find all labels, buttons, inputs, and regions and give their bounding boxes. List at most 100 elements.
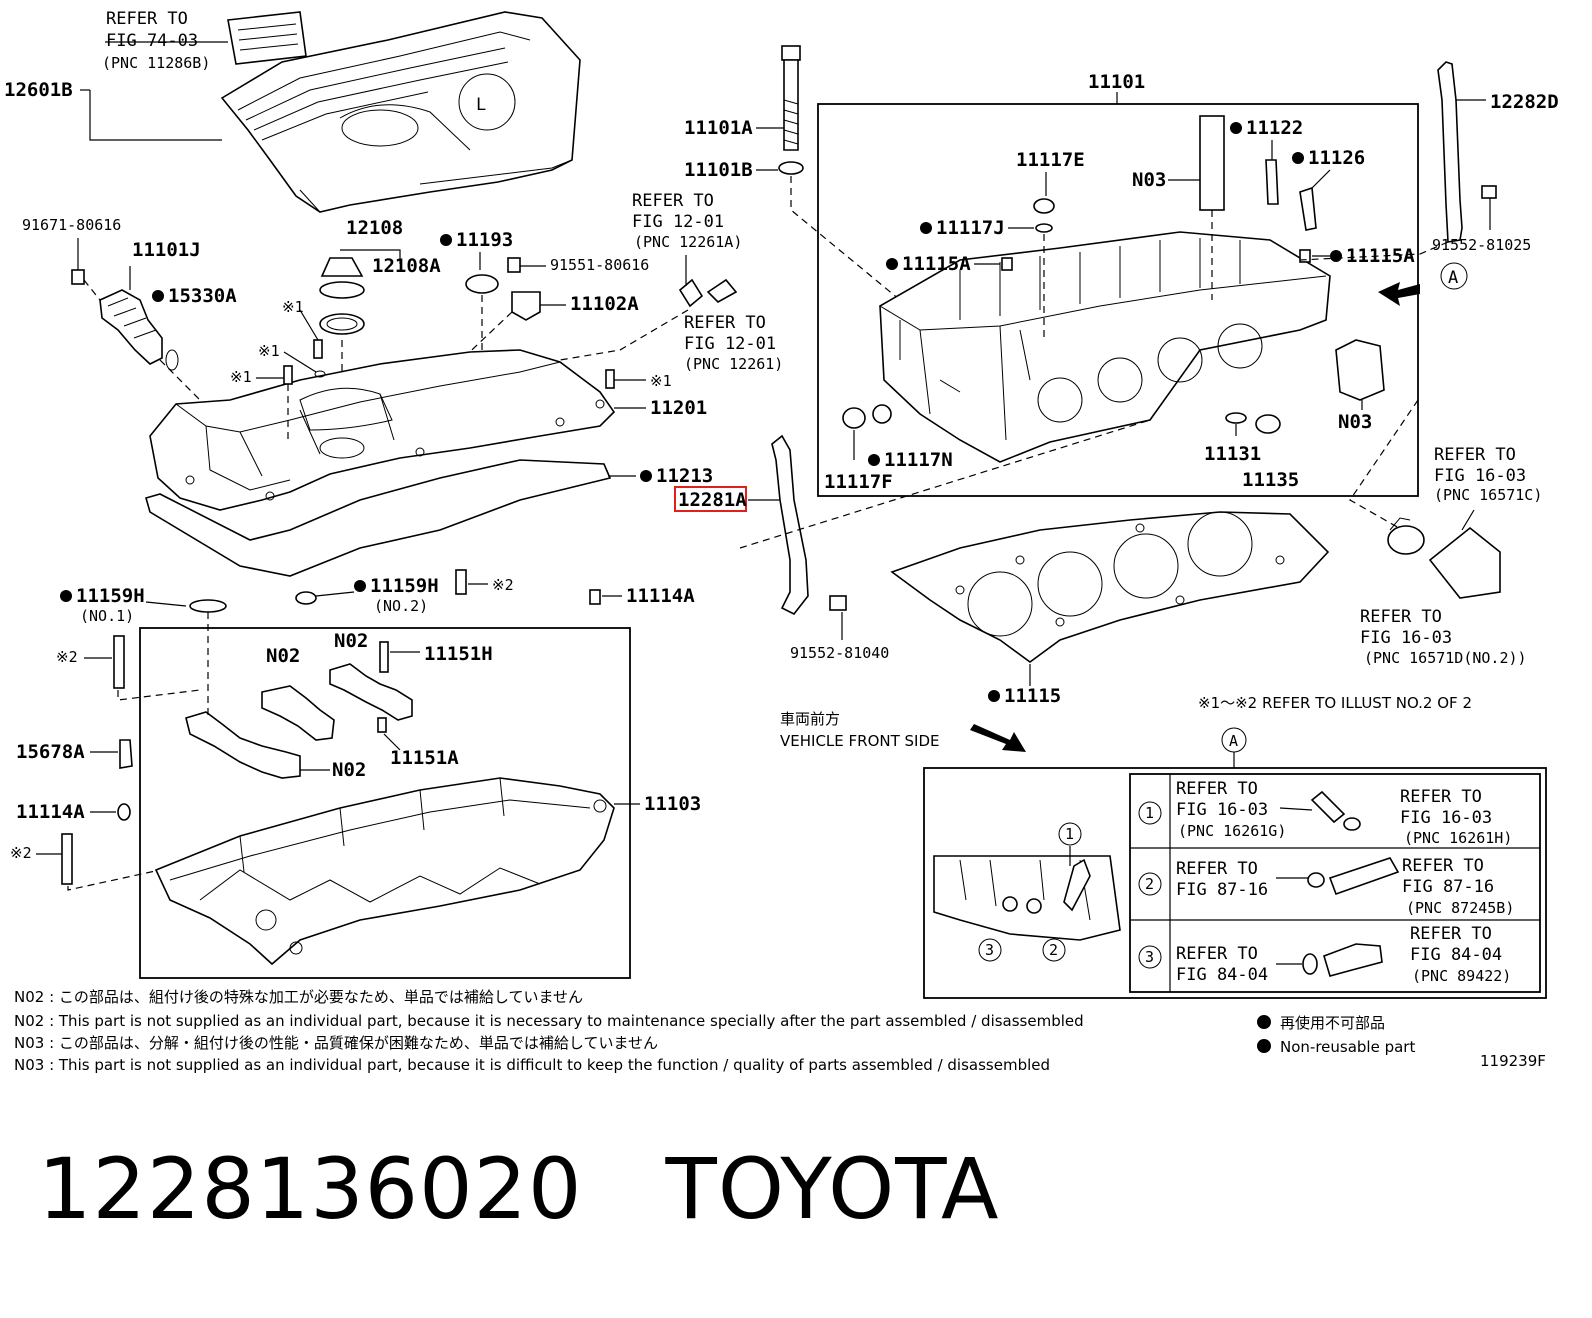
refer-12-01b-line1[interactable]: REFER TO <box>684 313 766 333</box>
mark-2-b[interactable]: ※2 <box>56 648 78 666</box>
mark-1-b[interactable]: ※1 <box>258 342 280 360</box>
label-12282d[interactable]: 12282D <box>1490 91 1559 113</box>
refer-12-01a-line1[interactable]: REFER TO <box>632 191 714 211</box>
non-reusable-dot <box>920 222 932 234</box>
gasket-11117n <box>872 404 892 424</box>
refer-12-01a-line2[interactable]: FIG 12-01 <box>632 212 724 232</box>
row3-callout[interactable]: 3 <box>1145 948 1154 966</box>
label-15330a[interactable]: 15330A <box>168 285 237 307</box>
label-91552-81025[interactable]: 91552-81025 <box>1432 236 1531 254</box>
label-11131[interactable]: 11131 <box>1204 443 1261 465</box>
label-11151h[interactable]: 11151H <box>424 643 493 665</box>
label-n02-c[interactable]: N02 <box>332 759 366 781</box>
label-11103[interactable]: 11103 <box>644 793 701 815</box>
label-11101[interactable]: 11101 <box>1088 71 1145 93</box>
row3-right-line2[interactable]: FIG 84-04 <box>1410 945 1502 965</box>
detail-callout-2[interactable]: 2 <box>1049 941 1058 959</box>
label-11117n[interactable]: 11117N <box>884 449 953 471</box>
label-n02-a[interactable]: N02 <box>334 630 368 652</box>
detail-callout-3[interactable]: 3 <box>985 941 994 959</box>
label-no2[interactable]: (NO.2) <box>374 597 428 615</box>
label-12108[interactable]: 12108 <box>346 217 403 239</box>
non-reusable-dot <box>1292 152 1304 164</box>
refer-16-03b-line2[interactable]: FIG 16-03 <box>1360 628 1452 648</box>
refer-16-03b-line1[interactable]: REFER TO <box>1360 607 1442 627</box>
detail-callout-1[interactable]: 1 <box>1065 825 1074 843</box>
row2-right-line2[interactable]: FIG 87-16 <box>1402 877 1494 897</box>
row2-left-line2[interactable]: FIG 87-16 <box>1176 880 1268 900</box>
refer-12-01b-line2[interactable]: FIG 12-01 <box>684 334 776 354</box>
label-11213[interactable]: 11213 <box>656 465 713 487</box>
label-11101b[interactable]: 11101B <box>684 159 753 181</box>
label-11117e[interactable]: 11117E <box>1016 149 1085 171</box>
label-n03-right[interactable]: N03 <box>1338 411 1372 433</box>
label-91552-81040[interactable]: 91552-81040 <box>790 644 889 662</box>
label-11201[interactable]: 11201 <box>650 397 707 419</box>
label-11102a[interactable]: 11102A <box>570 293 639 315</box>
label-11115a-right[interactable]: 11115A <box>1346 245 1415 267</box>
label-n02-b[interactable]: N02 <box>266 645 300 667</box>
label-11114a-left[interactable]: 11114A <box>16 801 85 823</box>
label-11159h-no2[interactable]: 11159H <box>370 575 439 597</box>
label-15678a[interactable]: 15678A <box>16 741 85 763</box>
label-11115[interactable]: 11115 <box>1004 685 1061 707</box>
label-11126[interactable]: 11126 <box>1308 147 1365 169</box>
camshaft-bearing-caps <box>185 663 413 779</box>
label-11101a[interactable]: 11101A <box>684 117 753 139</box>
label-n03-top[interactable]: N03 <box>1132 169 1166 191</box>
label-12601b[interactable]: 12601B <box>4 79 73 101</box>
row1-left-line1[interactable]: REFER TO <box>1176 779 1258 799</box>
label-91551-80616[interactable]: 91551-80616 <box>550 256 649 274</box>
mark-1-c[interactable]: ※1 <box>230 368 252 386</box>
label-12281a[interactable]: 12281A <box>678 489 747 511</box>
mark-1-a[interactable]: ※1 <box>282 298 304 316</box>
row2-callout[interactable]: 2 <box>1145 875 1154 893</box>
row3-left-line1[interactable]: REFER TO <box>1176 944 1258 964</box>
label-11159h-no1[interactable]: 11159H <box>76 585 145 607</box>
label-11115a-left[interactable]: 11115A <box>902 253 971 275</box>
row2-left-line1[interactable]: REFER TO <box>1176 859 1258 879</box>
row2-right-line1[interactable]: REFER TO <box>1402 856 1484 876</box>
valve-guide-2 <box>1299 186 1317 231</box>
label-11117f[interactable]: 11117F <box>824 471 893 493</box>
row3-right-line1[interactable]: REFER TO <box>1410 924 1492 944</box>
row1-right-line2[interactable]: FIG 16-03 <box>1400 808 1492 828</box>
label-11117j[interactable]: 11117J <box>936 217 1005 239</box>
mark-2-a[interactable]: ※2 <box>492 576 514 594</box>
hose-clip <box>678 278 738 308</box>
label-91671-80616[interactable]: 91671-80616 <box>22 216 121 234</box>
label-11151a[interactable]: 11151A <box>390 747 459 769</box>
label-12108a[interactable]: 12108A <box>372 255 441 277</box>
row1-callout[interactable]: 1 <box>1145 804 1154 822</box>
refer-12-01b-line3[interactable]: (PNC 12261) <box>684 355 783 373</box>
row1-left-line2[interactable]: FIG 16-03 <box>1176 800 1268 820</box>
callout-a-head[interactable]: A <box>1448 268 1458 288</box>
row2-right-line3[interactable]: (PNC 87245B) <box>1406 899 1514 917</box>
label-11101j[interactable]: 11101J <box>132 239 201 261</box>
label-11122[interactable]: 11122 <box>1246 117 1303 139</box>
refer-16-03b-line3[interactable]: (PNC 16571D(NO.2)) <box>1364 649 1527 667</box>
clamp-part <box>1307 872 1325 888</box>
label-11135[interactable]: 11135 <box>1242 469 1299 491</box>
label-no1[interactable]: (NO.1) <box>80 607 134 625</box>
label-11114a-top[interactable]: 11114A <box>626 585 695 607</box>
mark-2-c[interactable]: ※2 <box>10 844 32 862</box>
lexus-logo: L <box>476 95 486 115</box>
refer-12-01a-line3[interactable]: (PNC 12261A) <box>634 233 742 251</box>
callout-a-detail[interactable]: A <box>1229 732 1238 750</box>
row1-left-line3[interactable]: (PNC 16261G) <box>1178 822 1286 840</box>
refer-74-03-line3[interactable]: (PNC 11286B) <box>102 54 210 72</box>
refer-74-03-line1[interactable]: REFER TO <box>106 9 188 29</box>
row3-left-line2[interactable]: FIG 84-04 <box>1176 965 1268 985</box>
row1-right-line1[interactable]: REFER TO <box>1400 787 1482 807</box>
mark-1-d[interactable]: ※1 <box>650 372 672 390</box>
refer-16-03a-line2[interactable]: FIG 16-03 <box>1434 466 1526 486</box>
refer-16-03a-line3[interactable]: (PNC 16571C) <box>1434 486 1542 504</box>
non-reusable-dot <box>886 258 898 270</box>
row3-right-line3[interactable]: (PNC 89422) <box>1412 967 1511 985</box>
refer-16-03a-line1[interactable]: REFER TO <box>1434 445 1516 465</box>
gasket-11193 <box>465 274 499 294</box>
label-11193[interactable]: 11193 <box>456 229 513 251</box>
refer-74-03-line2[interactable]: FIG 74-03 <box>106 31 198 51</box>
row1-right-line3[interactable]: (PNC 16261H) <box>1404 829 1512 847</box>
